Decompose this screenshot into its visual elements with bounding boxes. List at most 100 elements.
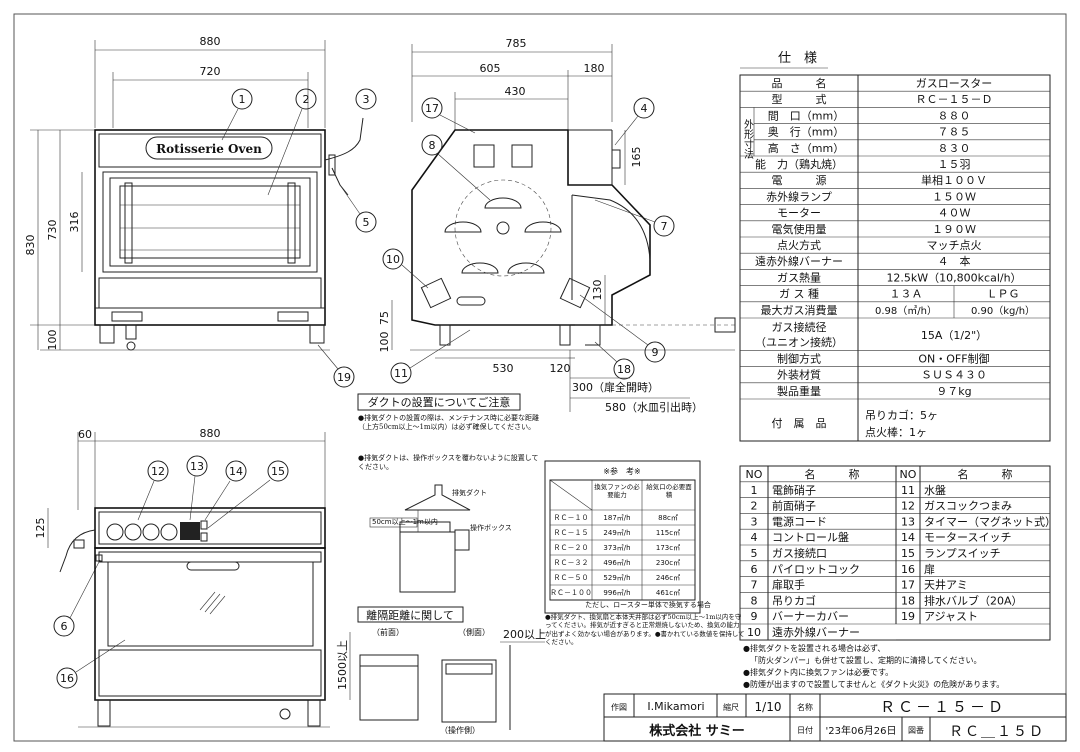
svg-text:3: 3 [363,93,370,106]
parts-no: 16 [901,563,915,576]
ref-area: 246c㎡ [656,574,680,582]
scale-value: 1/10 [755,700,782,714]
right-notes: ●排気ダクトを設置される場合は必ず、 「防火ダンパー」も併せて設置し、定期的に清… [743,643,1004,689]
parts-no: 9 [751,610,758,623]
ref-fan: 496㎥/h [603,558,630,567]
spec-row-label: 型 式 [772,92,827,106]
spec-row-label: ガス熱量 [777,271,821,284]
parts-no: 17 [901,579,915,592]
ref-fan: 996㎥/h [603,588,630,597]
spec-row-label: 電 源 [772,173,827,187]
callout-15: 15 [207,460,289,529]
spec-gas-13a: １３Ａ [890,288,923,301]
spec-row2-value: ＳＵＳ４３０ [921,369,987,382]
dim-front-inner-width: 720 [200,65,221,78]
parts-name: 遠赤外線バーナー [772,625,860,639]
ref-area: 173c㎡ [656,544,680,552]
note-right-3: ●防煙が出ますので設置してませんと《ダクト火災》の危険があります。 [743,679,1004,689]
spec-row-value: ８３０ [938,142,971,155]
callout-19: 19 [317,344,355,388]
dim-side-430: 430 [505,85,526,98]
spec-row-label: 奥 行（mm） [768,125,844,139]
note-right-1: 「防火ダンパー」も併せて設置し、定期的に清掃してください。 [750,655,982,665]
duct-range: 50cm以上～1m以内 [372,517,438,526]
dim-side-530: 530 [493,362,514,375]
dim-clear-1500: 1500以上 [336,640,349,690]
spec-row2-value: ９７kg [936,385,971,398]
spec-max-gas-13a: 0.98（㎥/h） [875,304,937,317]
date-label: 日付 [797,725,813,735]
ref-model: ＲＣ－３２ [554,559,589,567]
callout-6: 6 [53,559,101,637]
dim-side-100: 100 [378,332,391,353]
spec-row-value: 単相１００Ｖ [921,173,987,187]
callout-16: 16 [56,639,126,689]
ref-model: ＲＣ－１００ [550,589,592,597]
parts-no: 5 [751,547,758,560]
parts-name: タイマー（マグネット式） [924,514,1056,528]
scale-label: 縮尺 [723,702,739,712]
callout-13: 13 [186,455,208,521]
ref-model: ＲＣ－１５ [554,529,589,537]
parts-header-no2: NO [900,468,917,481]
spec-max-gas-lpg: 0.90（kg/h） [971,305,1035,317]
spec-row2-value: ON・OFF制御 [918,351,989,365]
callout-3: 3 [355,88,377,110]
dwg-label: 図番 [908,725,924,735]
duct-hood-label: 排気ダクト [452,488,487,497]
dwg-no: ＲＣ＿１５Ｄ [949,724,1045,740]
ref-fan: 187㎥/h [603,513,630,522]
dim-front-width: 880 [200,35,221,48]
spec-row-label: モーター [777,207,821,220]
spec-row-value: マッチ点火 [927,239,982,252]
spec-gas-lpg: ＬＰＧ [987,288,1020,301]
spec-max-gas-label: 最大ガス消費量 [761,303,838,317]
dim-side-300: 300（扉全開時） [572,380,659,394]
spec-row-value: ７８５ [938,126,971,139]
spec-row-value: 12.5kW（10,800kcal/h） [886,271,1021,284]
parts-name: 電飾硝子 [772,484,816,497]
spec-accessories-label: 付 属 品 [772,417,827,430]
parts-name: 天井アミ [924,578,968,592]
parts-no: 11 [901,484,915,497]
operator-view: 60 880 125 [34,427,330,728]
note-right-0: ●排気ダクトを設置される場合は必ず、 [743,643,885,653]
parts-no: 13 [901,515,915,528]
parts-name: パイロットコック [772,563,860,576]
spec-accessory-1: 点火棒：1ヶ [865,425,927,439]
parts-header-no: NO [746,468,763,481]
svg-text:10: 10 [386,253,400,266]
clearance-title: 離隔距離に関して [366,608,454,622]
ref-fan: 249㎥/h [603,528,630,537]
spec-header-value: ガスロースター [916,77,992,90]
spec-row-label: 点火方式 [777,238,821,252]
svg-text:9: 9 [652,346,659,359]
note-right-2: ●排気ダクト内に換気ファンは必要です。 [743,667,893,677]
ref-model: ＲＣ－２０ [554,544,589,552]
parts-name: モータースイッチ [924,531,1011,544]
spec-row-value: １５０Ｗ [932,190,976,203]
company-name: 株式会社 サミー [649,723,745,739]
svg-text:4: 4 [641,102,648,115]
parts-no: 6 [751,563,758,576]
spec-gas-conn-sub: （ユニオン接続） [755,335,843,349]
dim-front-h316: 316 [68,212,81,233]
callout-9: 9 [579,294,666,363]
dim-front-leg: 100 [46,330,59,351]
callouts: 1 2 3 4 5 6 7 8 9 10 11 12 13 14 15 16 1… [53,88,675,689]
oven-label: Rotisserie Oven [156,142,262,156]
spec-row-label: 電気使用量 [772,222,827,236]
spec-row2-label: 制御方式 [777,351,821,365]
spec-title: 仕 様 [778,51,817,66]
dim-front-h730: 730 [46,220,59,241]
svg-text:7: 7 [661,220,668,233]
dim-side-605: 605 [480,62,501,75]
clearance-note: ●排気ダクト、換気扇と本体天井部は必ず50cm以上～1m以内を守ってください。排… [545,613,745,647]
svg-text:6: 6 [61,620,68,633]
spec-row2-label: 外装材質 [777,368,821,382]
spec-row-value: ８８０ [938,109,971,122]
callout-8: 8 [421,134,491,201]
